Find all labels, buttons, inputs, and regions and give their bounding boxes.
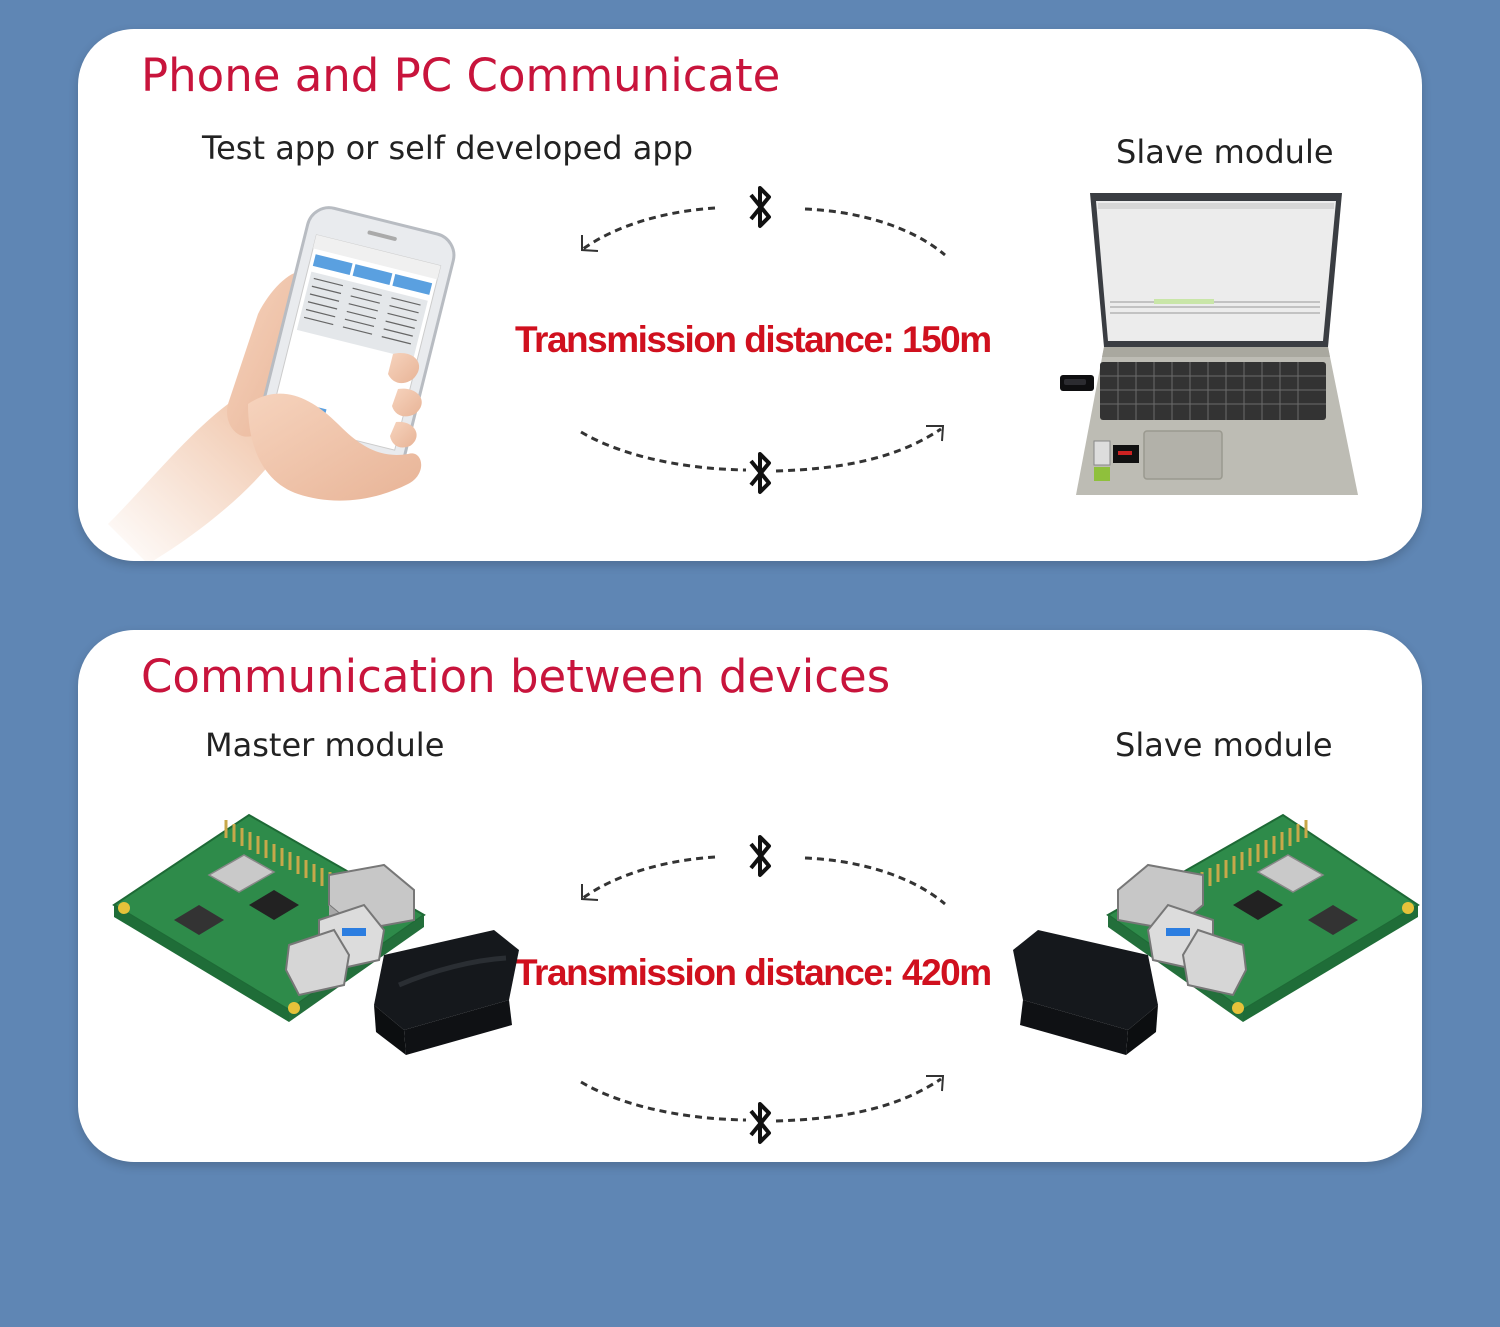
- card-title: Phone and PC Communicate: [141, 49, 781, 102]
- phone-in-hand-image: [108, 206, 456, 561]
- right-device-label: Slave module: [1115, 726, 1333, 764]
- transmission-distance: Transmission distance: 420m: [515, 952, 992, 993]
- dashed-arrow-bottom-left: [580, 1080, 747, 1122]
- dashed-arrow-bottom-right: [775, 1075, 945, 1123]
- raspberry-pi-left-image: [112, 813, 519, 1055]
- transmission-distance: Transmission distance: 150m: [515, 319, 992, 360]
- bluetooth-icon: [749, 835, 771, 877]
- dashed-arrow-right: [804, 207, 946, 257]
- dashed-arrow-bottom-right: [775, 425, 945, 473]
- raspberry-pi-right-image: [1013, 813, 1420, 1055]
- bluetooth-icon: [749, 452, 771, 494]
- bluetooth-icon: [749, 1102, 771, 1144]
- laptop-image: [1060, 193, 1358, 495]
- dashed-arrow-left: [581, 855, 716, 901]
- phone-pc-card: Phone and PC Communicate Test app or sel…: [78, 29, 1422, 561]
- bluetooth-icon: [749, 186, 771, 228]
- device-communication-card: Communication between devices Master mod…: [78, 630, 1422, 1162]
- left-device-label: Test app or self developed app: [202, 129, 693, 167]
- right-device-label: Slave module: [1116, 133, 1334, 171]
- dashed-arrow-left: [581, 206, 716, 252]
- dashed-arrow-bottom-left: [580, 430, 747, 472]
- left-device-label: Master module: [205, 726, 445, 764]
- dashed-arrow-right: [804, 856, 946, 906]
- card-title: Communication between devices: [141, 650, 891, 703]
